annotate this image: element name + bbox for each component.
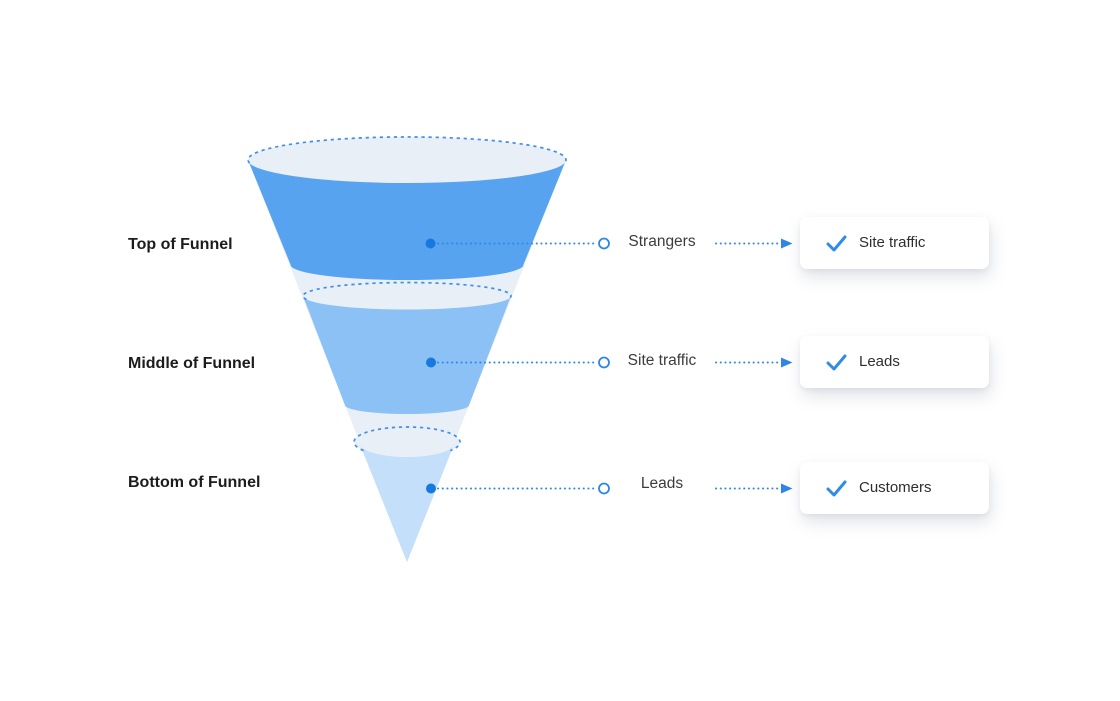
- funnel-point-dot-3: [426, 483, 436, 494]
- open-circle-marker-3: [598, 482, 610, 495]
- card-label: Customers: [859, 479, 932, 496]
- checkmark-icon: [826, 354, 847, 370]
- funnel-top-dashed-ring: [247, 136, 567, 164]
- arrowhead-icon-2: [781, 357, 793, 368]
- funnel-middle-dashed-ring: [302, 281, 512, 301]
- funnel-bottom-dashed-ring: [353, 426, 461, 452]
- funnel-point-dot-2: [426, 357, 436, 368]
- funnel-label-site-traffic: Site traffic: [627, 352, 697, 369]
- stage-card-site-traffic: Site traffic: [800, 217, 989, 269]
- funnel-stage-bottom: [359, 443, 455, 562]
- funnel-stage-top: [248, 160, 566, 280]
- checkmark-icon: [826, 480, 847, 496]
- funnel-point-dot-1: [425, 238, 436, 249]
- side-label-middle-of-funnel: Middle of Funnel: [128, 355, 256, 372]
- funnel-middle-rim: [303, 282, 511, 310]
- side-label-top-of-funnel: Top of Funnel: [128, 236, 233, 253]
- stage-card-customers: Customers: [800, 462, 989, 514]
- side-label-bottom-of-funnel: Bottom of Funnel: [128, 474, 261, 491]
- stage-card-leads: Leads: [800, 336, 989, 388]
- card-label: Leads: [859, 353, 900, 370]
- open-circle-marker-2: [598, 356, 610, 369]
- funnel-label-leads: Leads: [640, 475, 684, 492]
- funnel-label-strangers: Strangers: [628, 233, 696, 250]
- open-circle-marker-1: [598, 237, 610, 250]
- arrowhead-icon-1: [781, 238, 793, 249]
- card-label: Site traffic: [859, 234, 926, 251]
- arrowhead-icon-3: [781, 483, 793, 494]
- funnel-top-rim: [248, 137, 566, 183]
- checkmark-icon: [826, 235, 847, 251]
- funnel-stage-middle: [303, 296, 511, 414]
- funnel-bottom-rim: [354, 427, 460, 457]
